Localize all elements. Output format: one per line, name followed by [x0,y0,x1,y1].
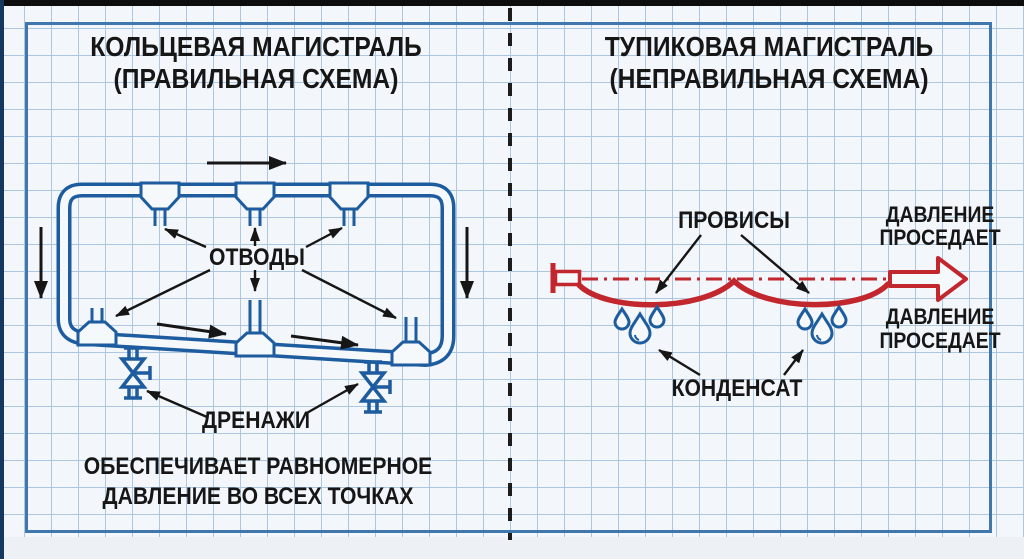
left-panel-title-line2: (ПРАВИЛЬНАЯ СХЕМА) [113,63,399,94]
top-tee-2 [234,181,276,226]
condensate-arrow-1 [658,348,701,377]
paper-bottom-margin [0,537,1024,559]
ring-main-diagram [34,156,474,419]
condensate-label: КОНДЕНСАТ [671,375,803,402]
pressure-top-line1: ДАВЛЕНИЕ [885,202,995,227]
bottom-tee-1 [76,308,118,347]
bottom-tee-3 [390,317,432,367]
left-panel-title-line1: КОЛЬЦЕВАЯ МАГИСТРАЛЬ [90,31,422,62]
condensate-drops-left [613,304,666,345]
sag-arrow-2 [740,234,810,294]
drains-label: ДРЕНАЖИ [202,407,310,434]
top-tee-3 [328,181,370,226]
drain-valve-left [118,346,152,400]
left-caption-line2: ДАВЛЕНИЕ ВО ВСЕХ ТОЧКАХ [102,483,414,510]
panel-divider-dashed-line [508,8,512,540]
bottom-tee-2 [234,300,276,358]
outlet-arrow-top-left [164,227,207,249]
flow-arrow-bottom-1 [156,322,227,339]
sagging-pipe [576,277,891,308]
top-tee-1 [139,181,181,226]
drain-valve-right [358,360,392,414]
condensate-drops-right [796,304,848,345]
drain-arrow-left [146,389,208,419]
left-caption-line1: ОБЕСПЕЧИВАЕТ РАВНОМЕРНОЕ [83,453,433,480]
page-top-edge [0,0,1024,6]
sag-arrow-1 [655,234,702,294]
outlet-arrow-top-right [305,226,343,249]
outlet-arrow-bottom-right [301,268,397,320]
right-panel-title-line1: ТУПИКОВАЯ МАГИСТРАЛЬ [604,31,934,62]
dead-end-main-diagram [550,234,968,377]
pressure-arrow [888,256,968,302]
outlets-label: ОТВОДЫ [209,244,305,271]
right-panel-title-line2: (НЕПРАВИЛЬНАЯ СХЕМА) [609,63,929,94]
pressure-top-line2: ПРОСЕДАЕТ [879,225,1001,250]
flow-arrow-bottom-2 [290,334,359,350]
sags-label: ПРОВИСЫ [678,207,790,234]
page-left-edge [0,0,4,559]
pressure-bottom-line2: ПРОСЕДАЕТ [879,328,1001,353]
outlet-arrow-bottom-left [115,268,211,318]
paper-grid [0,6,1024,537]
condensate-arrow-2 [783,349,804,376]
pipe-end-cap [550,263,582,293]
drain-arrow-right [304,382,359,416]
pressure-bottom-line1: ДАВЛЕНИЕ [885,304,995,329]
